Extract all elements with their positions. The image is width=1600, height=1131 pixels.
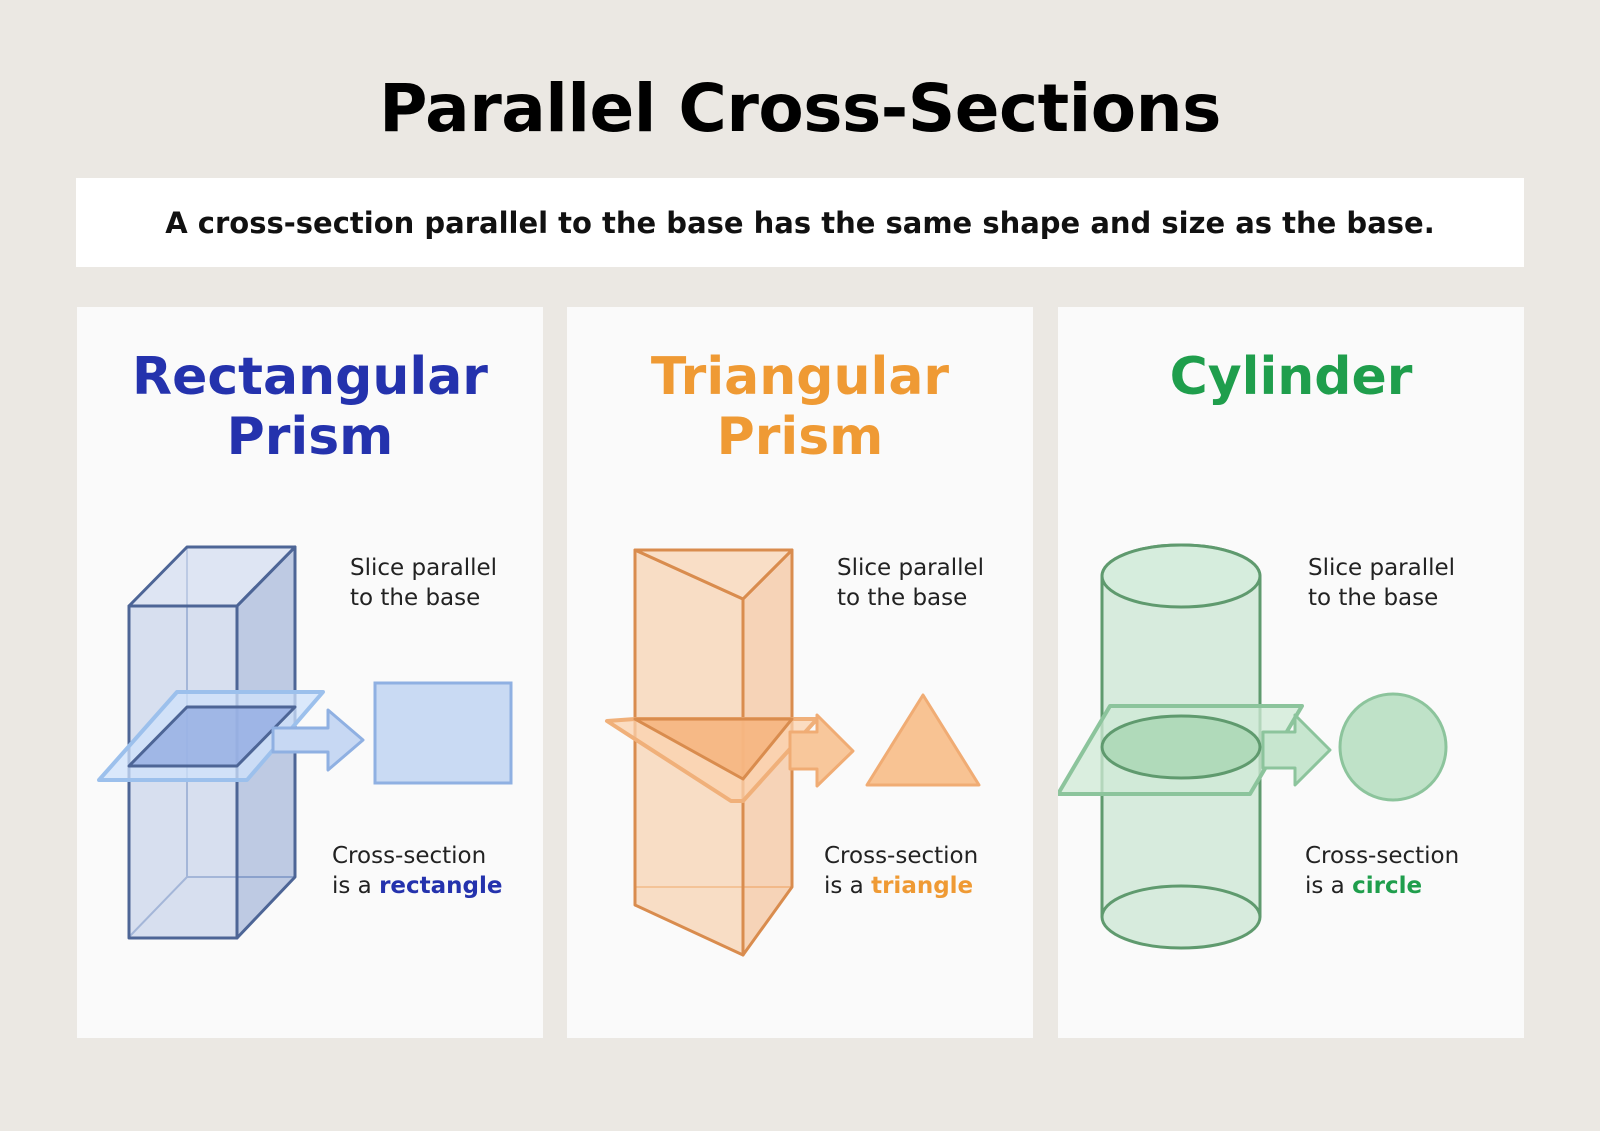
cross-section-note: Cross-section is a triangle: [824, 843, 979, 899]
panel-title: Rectangular Prism: [77, 347, 543, 467]
subtitle-box: A cross-section parallel to the base has…: [76, 178, 1524, 267]
arrow-icon: [1261, 713, 1332, 787]
panel-title-line2: Prism: [226, 407, 394, 467]
page-title: Parallel Cross-Sections: [379, 70, 1221, 147]
panel-triangular-prism: Triangular Prism Slice parallel to the b…: [567, 307, 1033, 1038]
inner-cross-section: [127, 705, 297, 768]
shape-name: circle: [1352, 873, 1423, 899]
result-rectangle: [373, 681, 513, 785]
panel-title-line1: Cylinder: [1169, 347, 1413, 407]
slice-note: Slice parallel to the base: [837, 555, 985, 611]
panel-title: Cylinder: [1058, 347, 1524, 407]
arrow-icon: [271, 708, 365, 772]
result-triangle: [865, 693, 981, 787]
prism-top-face: [633, 548, 794, 601]
prism-top-face: [127, 545, 297, 608]
shape-name: triangle: [871, 873, 974, 899]
rectangular-prism-diagram: [97, 545, 513, 940]
inner-cross-section: [1100, 714, 1262, 780]
panel-title-line1: Rectangular: [132, 347, 488, 407]
result-circle: [1338, 692, 1448, 802]
cylinder-diagram: [1058, 543, 1448, 950]
panel-title-line1: Triangular: [650, 347, 950, 407]
shape-name: rectangle: [379, 873, 503, 899]
slice-note: Slice parallel to the base: [350, 555, 498, 611]
panel-title-line2: Prism: [716, 407, 884, 467]
slice-note: Slice parallel to the base: [1308, 555, 1456, 611]
cross-section-note: Cross-section is a circle: [1305, 843, 1460, 899]
panel-title: Triangular Prism: [567, 347, 1033, 467]
panel-rectangular-prism: Rectangular Prism Slice parallel to the …: [77, 307, 543, 1038]
cylinder-top: [1100, 543, 1262, 609]
inner-cross-section: [633, 717, 794, 781]
triangular-prism-diagram: [605, 548, 981, 957]
subtitle: A cross-section parallel to the base has…: [165, 205, 1435, 240]
cross-section-note: Cross-section is a rectangle: [332, 843, 503, 899]
arrow-icon: [788, 713, 855, 788]
panel-cylinder: Cylinder Slice parallel to the base Cros…: [1058, 307, 1524, 1038]
